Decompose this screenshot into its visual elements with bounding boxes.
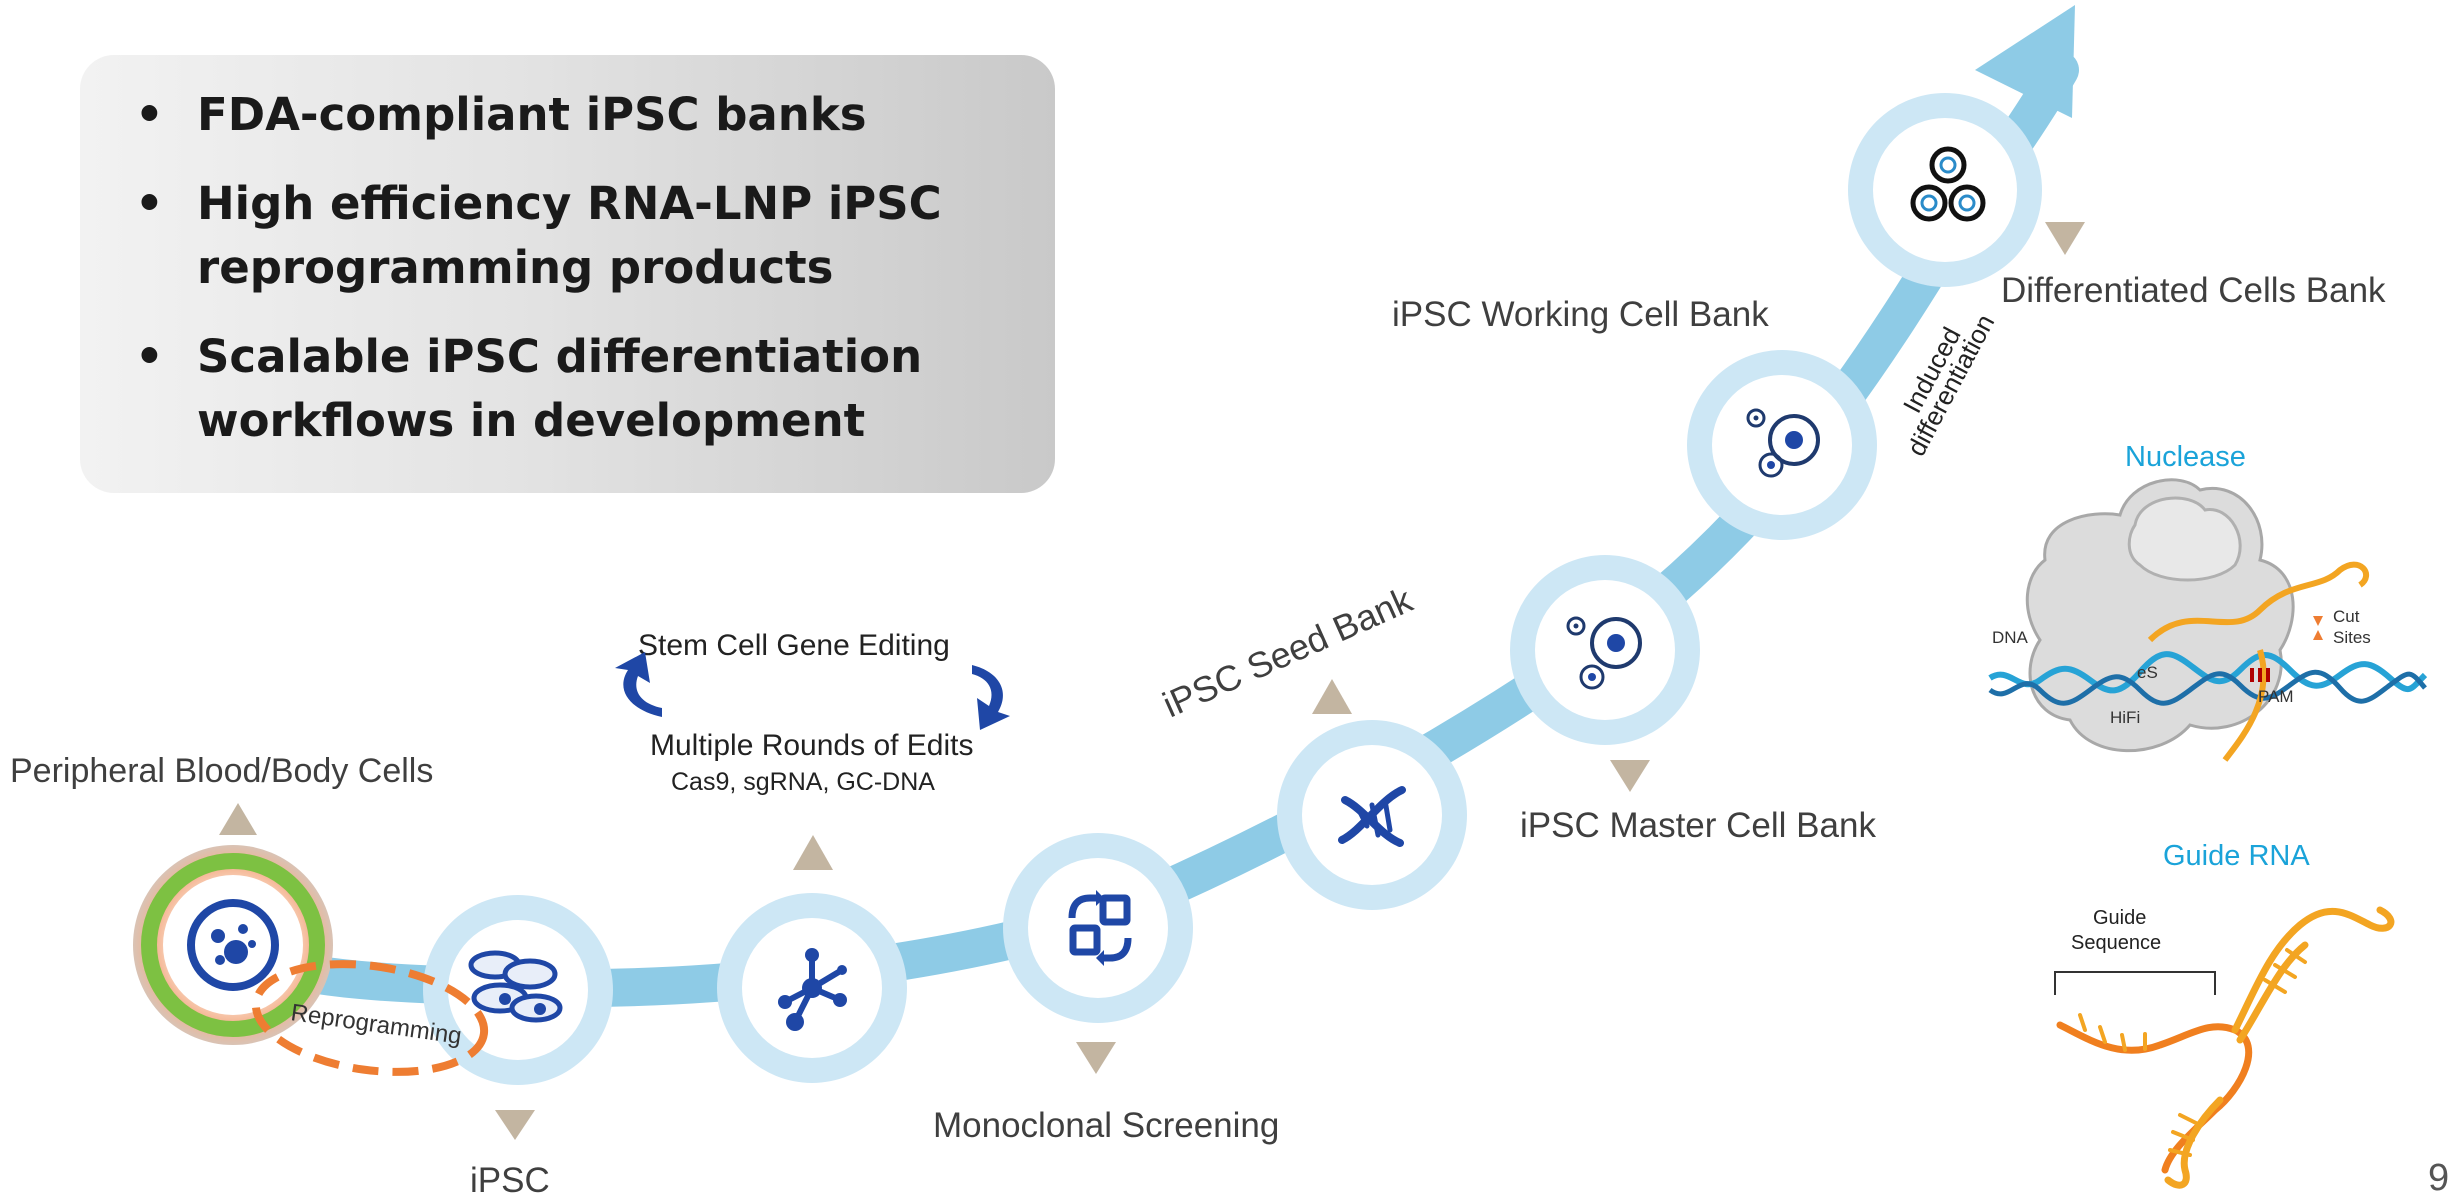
bullet-item: •FDA-compliant iPSC banks bbox=[135, 88, 867, 141]
reprogramming-oval bbox=[251, 960, 489, 1076]
master-bank-label: iPSC Master Cell Bank bbox=[1520, 806, 1876, 845]
pam-label: PAM bbox=[2258, 687, 2294, 706]
differentiated-node bbox=[1848, 93, 2042, 287]
nuclease-title: Nuclease bbox=[2125, 441, 2246, 473]
cell-icon bbox=[1566, 616, 1642, 690]
gene-editing-marker bbox=[793, 835, 833, 870]
cell-icon bbox=[1746, 408, 1820, 478]
highlights-box: •FDA-compliant iPSC banks •High efficien… bbox=[80, 55, 1055, 493]
cut-site-marker-icon bbox=[2313, 616, 2323, 626]
page-number: 9 bbox=[2428, 1157, 2449, 1195]
sites-label: Sites bbox=[2333, 628, 2371, 647]
working-bank-label: iPSC Working Cell Bank bbox=[1392, 295, 1769, 334]
guide-seq-line2: Sequence bbox=[2071, 932, 2161, 954]
gene-editing-title: Stem Cell Gene Editing bbox=[638, 629, 950, 662]
guide-rna-graphic bbox=[2056, 906, 2395, 1189]
cycle-arrow-left-icon bbox=[615, 652, 662, 717]
master-bank-marker bbox=[1610, 760, 1650, 792]
working-bank-node bbox=[1687, 350, 1877, 540]
hifi-label: HiFi bbox=[2110, 708, 2140, 727]
seed-bank-node bbox=[1277, 720, 1467, 910]
edit-rounds-label: Multiple Rounds of Edits bbox=[650, 729, 974, 762]
screening-icon bbox=[1068, 894, 1132, 962]
nuclease-protein-graphic bbox=[1988, 478, 2428, 762]
es-label: eS bbox=[2137, 663, 2158, 682]
dna-icon bbox=[1338, 786, 1406, 847]
differentiated-label: Differentiated Cells Bank bbox=[2001, 271, 2386, 310]
cut-site-marker-icon bbox=[2313, 630, 2323, 640]
guide-seq-line1: Guide bbox=[2093, 907, 2146, 929]
cell-cluster-icon bbox=[1910, 146, 1986, 222]
guide-sequence-bracket bbox=[2054, 971, 2216, 995]
ipsc-node bbox=[423, 895, 613, 1085]
peripheral-label: Peripheral Blood/Body Cells bbox=[10, 752, 433, 790]
gene-editing-node bbox=[717, 893, 907, 1083]
progress-arrowhead bbox=[1975, 5, 2075, 118]
ipsc-label: iPSC bbox=[470, 1161, 550, 1195]
cycle-arrow-right-icon bbox=[972, 665, 1010, 730]
seed-bank-marker bbox=[1312, 679, 1352, 714]
master-bank-node bbox=[1510, 555, 1700, 745]
edit-reagents-label: Cas9, sgRNA, GC-DNA bbox=[671, 768, 935, 796]
monoclonal-node bbox=[1003, 833, 1193, 1023]
cut-label: Cut bbox=[2333, 607, 2360, 626]
blood-cell-icon bbox=[187, 899, 279, 991]
stem-cell-cluster-icon bbox=[468, 950, 563, 1023]
ipsc-marker bbox=[495, 1110, 535, 1140]
dna-label: DNA bbox=[1992, 628, 2029, 647]
differentiated-marker bbox=[2045, 222, 2085, 255]
monoclonal-marker bbox=[1076, 1042, 1116, 1074]
molecule-network-icon bbox=[778, 948, 847, 1031]
seed-bank-label: iPSC Seed Bank bbox=[1157, 578, 1420, 725]
peripheral-marker bbox=[219, 803, 257, 835]
monoclonal-label: Monoclonal Screening bbox=[933, 1106, 1279, 1145]
guide-rna-title: Guide RNA bbox=[2163, 840, 2310, 872]
